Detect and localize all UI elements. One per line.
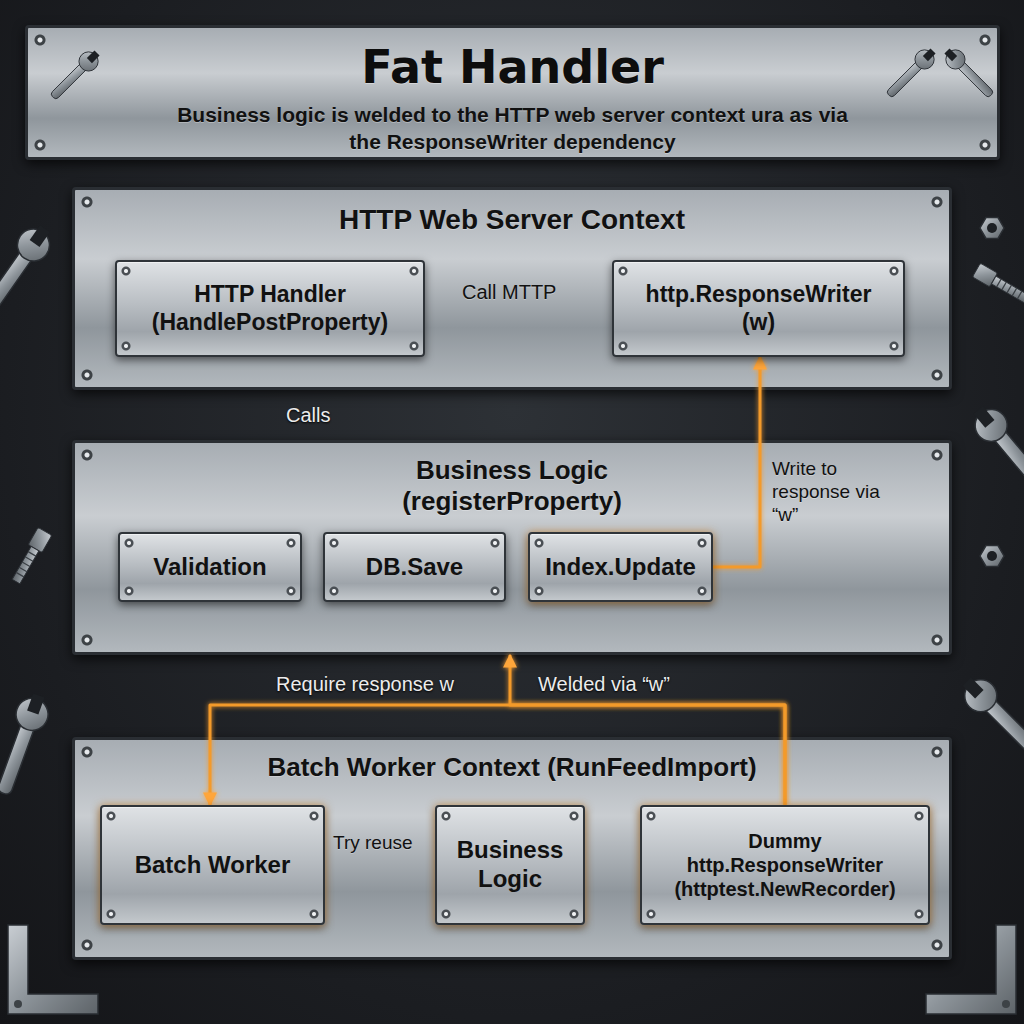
context-panel: Batch Worker Context (RunFeedImport) Batc… <box>72 737 952 960</box>
connector-label: Try reuse <box>333 832 413 855</box>
box-label: Batch Worker <box>135 851 291 880</box>
connector-label: Require response w <box>276 672 454 696</box>
panel-heading: Business Logic (registerProperty) <box>362 455 662 517</box>
panel-heading: Batch Worker Context (RunFeedImport) <box>132 752 892 783</box>
subtitle: Business logic is welded to the HTTP web… <box>173 101 853 156</box>
process-box: HTTP Handler (HandlePostProperty) <box>115 260 425 357</box>
connector-label: Call MTTP <box>462 280 556 304</box>
process-box: Validation <box>118 532 302 602</box>
box-label: Business Logic <box>449 836 571 894</box>
box-label: DB.Save <box>366 553 463 582</box>
process-box: Batch Worker <box>100 805 325 925</box>
bolt-icon <box>9 527 52 585</box>
connector-label: Calls <box>286 403 330 427</box>
box-label: http.ResponseWriter (w) <box>626 281 891 336</box>
process-box: http.ResponseWriter (w) <box>612 260 905 357</box>
box-label: Validation <box>153 553 266 582</box>
panel-heading: HTTP Web Server Context <box>192 203 832 237</box>
connector-label: Write to response via “w” <box>772 458 892 526</box>
box-label: Dummy http.ResponseWriter (httptest.NewR… <box>654 829 916 901</box>
rivet <box>1002 1000 1010 1008</box>
process-box: DB.Save <box>323 532 506 602</box>
process-box: Index.Update <box>528 532 713 602</box>
wrench-icon <box>0 690 54 799</box>
wrench-icon <box>955 670 1024 766</box>
nut-icon <box>980 546 1004 567</box>
diagram-title: Fat Handler <box>28 42 997 93</box>
title-plate: Fat HandlerBusiness logic is welded to t… <box>25 25 1000 160</box>
process-box: Business Logic <box>435 805 585 925</box>
connector-label: Welded via “w” <box>538 672 670 696</box>
box-label: HTTP Handler (HandlePostProperty) <box>129 281 411 336</box>
rivet <box>14 1000 22 1008</box>
wrench-icon <box>0 220 58 324</box>
wrench-icon <box>966 400 1024 500</box>
process-box: Dummy http.ResponseWriter (httptest.NewR… <box>640 805 930 925</box>
nut-icon <box>980 218 1004 239</box>
box-label: Index.Update <box>545 553 696 582</box>
bolt-icon <box>972 263 1024 306</box>
